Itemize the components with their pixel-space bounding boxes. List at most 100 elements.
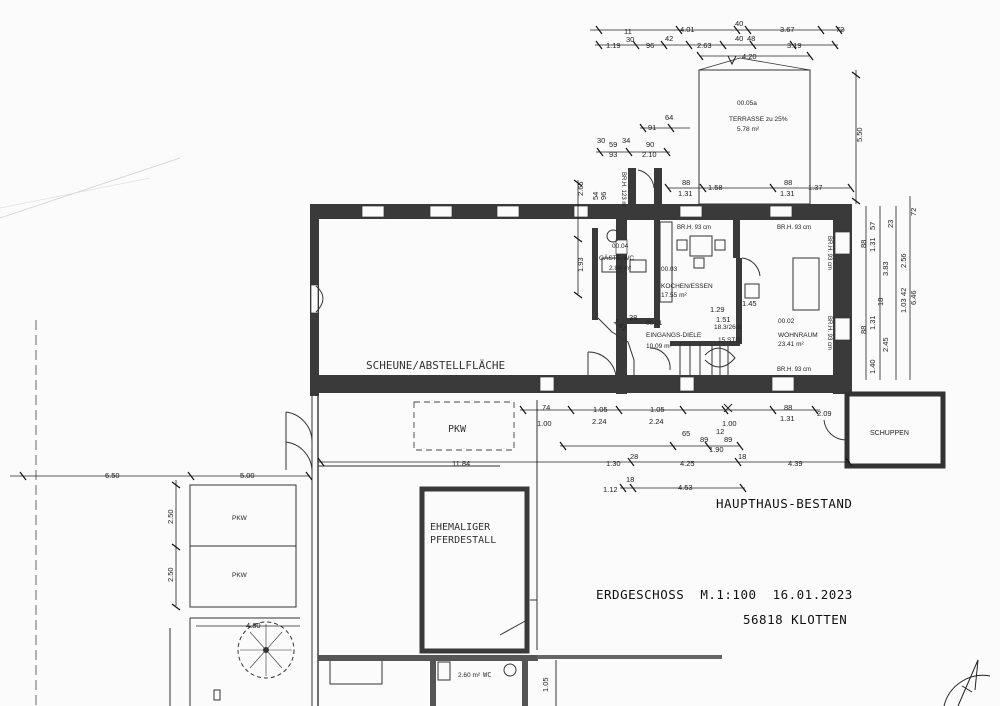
label-pkw-2: PKW [232, 572, 248, 579]
label-brh-4: BR.H. 93 cm [826, 316, 832, 350]
dim: 1.00 [722, 419, 737, 428]
room-name-diele: EINGANGS-DIELE [646, 332, 702, 339]
dim: 1.05 [541, 677, 550, 692]
label-scheune: SCHEUNE/ABSTELLFLÄCHE [366, 359, 505, 372]
north-arrow-icon [943, 659, 991, 706]
dim: 18 [738, 452, 746, 461]
room-number-wohnraum: 00.02 [778, 318, 795, 325]
dim: 28 [630, 452, 638, 461]
lower-area [311, 394, 722, 706]
dim: 74 [542, 403, 550, 412]
dim: 72 [836, 25, 844, 34]
parking-spaces [169, 484, 300, 706]
label-brh-5: BR.H. 93 cm [777, 367, 811, 373]
title-place-line: 56818 KLOTTEN [743, 612, 847, 627]
dim: 4.25 [680, 459, 695, 468]
dim: 12 [716, 427, 724, 436]
dim: 1.12 [603, 485, 618, 494]
room-area-wohnraum: 23.41 m² [778, 341, 804, 348]
dim: 65 [682, 429, 690, 438]
dim: 1.51 [716, 315, 731, 324]
room-number-terrasse: 00.05a [737, 100, 757, 107]
dim: 88 [682, 178, 690, 187]
room-area-gaeste-wc: 2.84 m² [609, 265, 632, 272]
room-area-diele: 10.09 m² [646, 343, 672, 350]
dim: 48 [747, 34, 755, 43]
room-number-diele: 00.01 [646, 320, 663, 327]
label-wc-small: WC [483, 671, 491, 679]
dim: 40 [735, 34, 743, 43]
dim: 90 [646, 140, 654, 149]
dim: 1.29 [710, 305, 725, 314]
dim: 1.31 [780, 189, 795, 198]
dim: 2.45 [881, 337, 890, 352]
dim: 57 [868, 222, 877, 230]
dim: 2.09 [817, 409, 832, 418]
label-pkw-main: PKW [448, 424, 467, 435]
dim: 2.10 [642, 150, 657, 159]
title-floor-line: ERDGESCHOSS M.1:100 16.01.2023 [596, 587, 853, 602]
label-schuppen: SCHUPPEN [870, 430, 909, 437]
label-pkw-1: PKW [232, 515, 248, 522]
dim: 4.53 [678, 483, 693, 492]
dim: 5.00 [240, 471, 255, 480]
dim: 1.31 [678, 189, 693, 198]
dim: 38 [629, 313, 637, 322]
label-brh-1: BR.H. 93 cm [677, 225, 711, 231]
label-pferdestall-1: EHEMALIGER [430, 522, 491, 533]
dim: 89 [700, 435, 708, 444]
dim: 3.67 [780, 25, 795, 34]
dim: 1.05 [593, 405, 608, 414]
dim: 88 [784, 178, 792, 187]
label-brh-wc: BR.H. 123 m [620, 172, 626, 206]
dim: 42 [665, 34, 673, 43]
dim: 1.05 [650, 405, 665, 414]
dim: 1.45 [742, 299, 757, 308]
dim: 5.50 [855, 127, 864, 142]
dim: 40 [735, 19, 743, 28]
label-stair: 18.3/26.6 [714, 324, 741, 331]
dim: 2.56 [899, 253, 908, 268]
dim: 1.00 [537, 419, 552, 428]
dim: 2.50 [166, 509, 175, 524]
dim: 2.65 [576, 181, 585, 196]
room-name-terrasse: TERRASSE zu 25% [729, 116, 788, 123]
dim: 3.83 [881, 261, 890, 276]
dim: 59 [609, 140, 617, 149]
dim: 1.93 [576, 257, 585, 272]
dim: 42 [899, 288, 908, 296]
label-stair-steps: 15 STG [718, 337, 740, 344]
shed [844, 391, 946, 469]
room-name-kochen: KOCHEN/ESSEN [661, 283, 713, 290]
dim: 93 [609, 150, 617, 159]
dim: 2.24 [592, 417, 607, 426]
dim: 89 [724, 435, 732, 444]
dim: 30 [626, 35, 634, 44]
tree-icon [237, 621, 295, 679]
dim: 18 [876, 298, 885, 306]
dim: 64 [665, 113, 673, 122]
title-heading: HAUPTHAUS-BESTAND [716, 496, 852, 511]
dim: 11 [624, 27, 632, 36]
dim: 96 [646, 41, 654, 50]
room-area-kochen: 17.55 m² [661, 292, 687, 299]
label-wc-area: 2.60 m² [458, 672, 481, 679]
dim: 88 [859, 326, 868, 334]
dim: 1.40 [868, 359, 877, 374]
dim: 3.19 [787, 41, 802, 50]
dim: 6.46 [909, 290, 918, 305]
label-pferdestall-2: PFERDESTALL [430, 535, 496, 546]
room-name-gaeste-wc: GÄSTE-WC [599, 254, 634, 262]
dim: 1.31 [868, 315, 877, 330]
dim: 88 [859, 240, 868, 248]
dim: 96 [599, 192, 608, 200]
dim: 18 [626, 475, 634, 484]
terrace [698, 57, 811, 205]
dim: 11.84 [452, 459, 470, 468]
dim: 4.39 [788, 459, 803, 468]
dim: 4.80 [246, 621, 261, 630]
dim: 6.50 [105, 471, 120, 480]
dim: 23 [886, 220, 895, 228]
dim: 4.20 [742, 52, 757, 61]
